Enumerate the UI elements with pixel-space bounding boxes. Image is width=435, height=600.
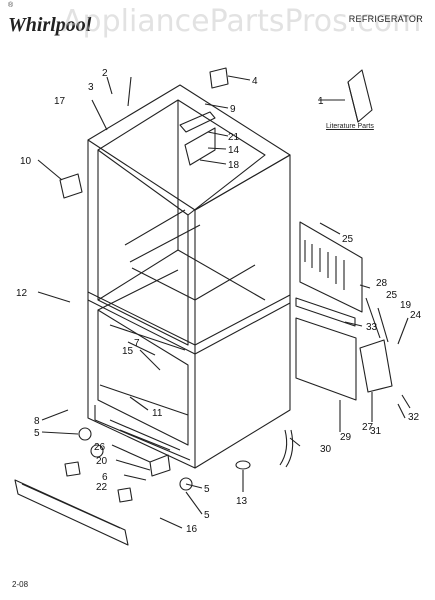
machine-compartment-cover [295,317,357,401]
callout-25-top: 25 [342,234,354,245]
brand-logo: Whirlpool [8,14,92,36]
page-number: 2-08 [12,580,29,589]
callout-33: 33 [366,322,378,333]
cabinet-divider [87,291,291,346]
callout-5-bottom: 5 [204,510,210,521]
callout-26: 26 [94,442,106,453]
part-4-label [209,67,229,89]
callout-1: 1 [318,96,324,107]
callout-14: 14 [228,145,240,156]
rear-cover-panel [299,221,363,313]
part-27-bracket [359,339,393,393]
callout-2: 2 [102,68,108,79]
callout-24: 24 [410,310,422,321]
watermark: AppliancePartsPros.com [62,4,422,39]
callout-5-right: 5 [204,484,210,495]
toe-grille [14,479,129,546]
category-heading: REFRIGERATOR [348,14,423,24]
callout-22: 22 [96,482,108,493]
callout-30: 30 [320,444,332,455]
callout-17: 17 [54,96,66,107]
callout-6: 6 [102,472,108,483]
callout-20: 20 [96,456,108,467]
callout-28: 28 [376,278,388,289]
callout-18: 18 [228,160,240,171]
callout-12: 12 [16,288,28,299]
cabinet-top [87,84,291,211]
callout-3: 3 [88,82,94,93]
literature-parts-label: Literature Parts [326,123,374,130]
callout-31: 31 [370,426,382,437]
callout-8: 8 [34,416,40,427]
callout-19: 19 [400,300,412,311]
callout-21: 21 [228,132,240,143]
callout-15: 15 [122,346,134,357]
callout-13: 13 [236,496,248,507]
callout-32: 32 [408,412,420,423]
brand-registered-mark: ® [8,2,14,9]
callout-10: 10 [20,156,32,167]
cabinet-front-outline [87,139,196,469]
callout-4: 4 [252,76,258,87]
callout-25-right: 25 [386,290,398,301]
callout-16: 16 [186,524,198,535]
callout-29: 29 [340,432,352,443]
callout-9: 9 [230,104,236,115]
callout-27: 27 [362,422,374,433]
callout-11: 11 [152,408,163,419]
callout-7: 7 [134,338,140,349]
callout-5-left: 5 [34,428,40,439]
part-10-bracket [59,173,83,199]
